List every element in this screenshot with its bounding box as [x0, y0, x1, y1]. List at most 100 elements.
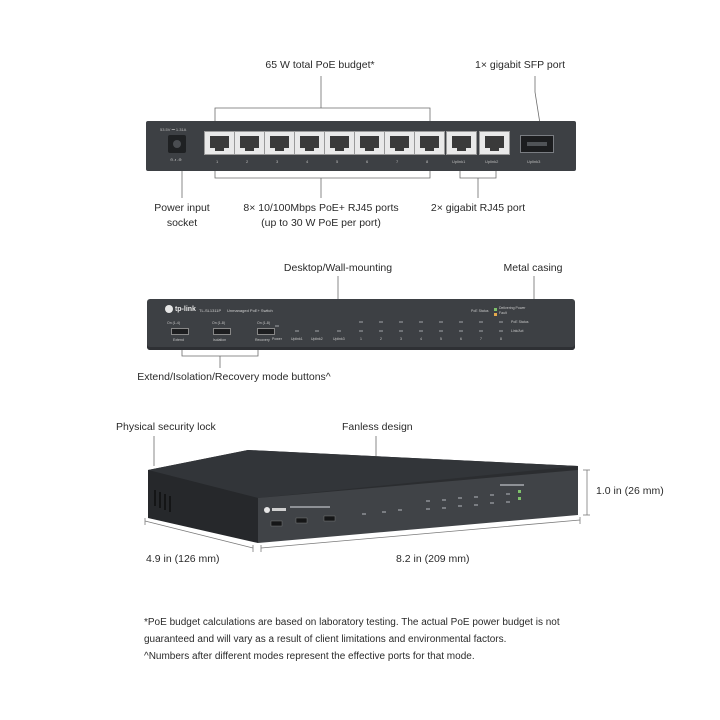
port-number: 6 [366, 159, 369, 164]
polarity-icon: ⊖-◐-⊕ [170, 157, 182, 162]
power-led [275, 325, 279, 327]
port-number: 8 [426, 159, 429, 164]
footnote-modes: ^Numbers after different modes represent… [144, 651, 475, 662]
port7-link-led [479, 330, 483, 332]
port6-link-led [459, 330, 463, 332]
uplink-port-2[interactable] [479, 131, 510, 155]
switch-label: Extend [173, 338, 184, 342]
led-label: Power [272, 337, 282, 341]
port7-poe-led [479, 321, 483, 323]
power-spec-label: 53.5V ⎓ 1.31A [160, 127, 187, 132]
poe-ports-callout-line1: 8× 10/100Mbps PoE+ RJ45 ports [243, 202, 399, 214]
rj45-port-8[interactable] [414, 131, 445, 155]
rj45-gigabit-callout: 2× gigabit RJ45 port [430, 202, 526, 214]
led-label: 8 [500, 337, 502, 341]
port-number: 5 [336, 159, 339, 164]
uplink1-led [295, 330, 299, 332]
port6-poe-led [459, 321, 463, 323]
power-socket[interactable] [168, 135, 186, 153]
status-label: Fault [499, 311, 507, 315]
fault-indicator [494, 313, 497, 316]
sfp-port-callout: 1× gigabit SFP port [475, 59, 565, 71]
recovery-switch[interactable] [257, 328, 275, 335]
brand-logo: tp-link [165, 305, 196, 313]
led-label: Uplink3 [333, 337, 345, 341]
uplink-label: Uplink1 [452, 159, 466, 164]
rj45-port-3[interactable] [264, 131, 295, 155]
status-label: PoE Status [511, 320, 529, 324]
rj45-port-1[interactable] [204, 131, 235, 155]
height-dimension: 1.0 in (26 mm) [596, 485, 664, 497]
port3-poe-led [399, 321, 403, 323]
poe-budget-callout: 65 W total PoE budget* [265, 59, 375, 71]
status-label: PoE Status [471, 309, 489, 313]
port4-poe-led [419, 321, 423, 323]
mode-buttons-callout: Extend/Isolation/Recovery mode buttons^ [137, 371, 331, 383]
top-leader-lines [181, 76, 542, 198]
rj45-port-2[interactable] [234, 131, 265, 155]
uplink-label: Uplink2 [485, 159, 499, 164]
poe-ports-callout-line2: (up to 30 W PoE per port) [261, 217, 381, 229]
width-dimension: 8.2 in (209 mm) [396, 553, 470, 565]
isolation-switch[interactable] [213, 328, 231, 335]
depth-dimension: 4.9 in (126 mm) [146, 553, 220, 565]
mounting-callout: Desktop/Wall-mounting [283, 262, 393, 274]
poe-ports-callout: 8× 10/100Mbps PoE+ RJ45 ports (up to 30 … [236, 201, 406, 231]
model-label: TL-SL1311P [199, 308, 222, 313]
switch-sublabel: On (1-8) [257, 321, 271, 325]
casing-callout: Metal casing [503, 262, 563, 274]
led-label: 7 [480, 337, 482, 341]
sfp-label: Uplink3 [527, 159, 541, 164]
security-lock-callout: Physical security lock [116, 421, 216, 433]
port1-link-led [359, 330, 363, 332]
port3-link-led [399, 330, 403, 332]
sfp-port[interactable] [520, 135, 554, 153]
led-label: 5 [440, 337, 442, 341]
footnote-poe: *PoE budget calculations are based on la… [144, 617, 560, 628]
led-label: 2 [380, 337, 382, 341]
switch-label: Isolation [213, 338, 227, 342]
port-number: 4 [306, 159, 309, 164]
uplink-port-1[interactable] [446, 131, 477, 155]
switch-sublabel: On (1-4) [167, 321, 181, 325]
port-number: 3 [276, 159, 279, 164]
rj45-port-4[interactable] [294, 131, 325, 155]
footnote-poe-cont: guaranteed and will vary as a result of … [144, 634, 507, 645]
switch-label: Recovery [255, 338, 270, 342]
power-input-callout: Power input socket [140, 201, 224, 231]
port2-poe-led [379, 321, 383, 323]
led-label: Uplink2 [311, 337, 323, 341]
port8-poe-led [499, 321, 503, 323]
uplink3-led [337, 330, 341, 332]
port2-link-led [379, 330, 383, 332]
rj45-port-7[interactable] [384, 131, 415, 155]
port4-link-led [419, 330, 423, 332]
port1-poe-led [359, 321, 363, 323]
led-label: 3 [400, 337, 402, 341]
led-label: 1 [360, 337, 362, 341]
extend-switch[interactable] [171, 328, 189, 335]
switch-3d-drawing [144, 436, 590, 552]
led-label: 4 [420, 337, 422, 341]
port5-poe-led [439, 321, 443, 323]
delivering-power-indicator [494, 308, 497, 311]
uplink2-led [315, 330, 319, 332]
led-label: 6 [460, 337, 462, 341]
port-number: 2 [246, 159, 249, 164]
status-label: Delivering Power [499, 306, 526, 310]
fanless-callout: Fanless design [342, 421, 413, 433]
port-number: 7 [396, 159, 399, 164]
port-number: 1 [216, 159, 219, 164]
led-label: Uplink1 [291, 337, 303, 341]
brand-logo-text: tp-link [174, 305, 196, 313]
rj45-port-6[interactable] [354, 131, 385, 155]
switch-front-chassis: tp-link TL-SL1311P Unmanaged PoE+ Switch… [147, 299, 575, 350]
rj45-port-5[interactable] [324, 131, 355, 155]
power-input-callout-line1: Power input [154, 202, 210, 214]
port8-link-led [499, 330, 503, 332]
switch-sublabel: On (1-8) [212, 321, 226, 325]
power-input-callout-line2: socket [166, 217, 198, 229]
status-label: Link/Act [511, 329, 524, 333]
port5-link-led [439, 330, 443, 332]
switch-rear-chassis: 53.5V ⎓ 1.31A ⊖-◐-⊕ 1 2 3 4 5 6 7 8 Upli… [146, 121, 576, 171]
